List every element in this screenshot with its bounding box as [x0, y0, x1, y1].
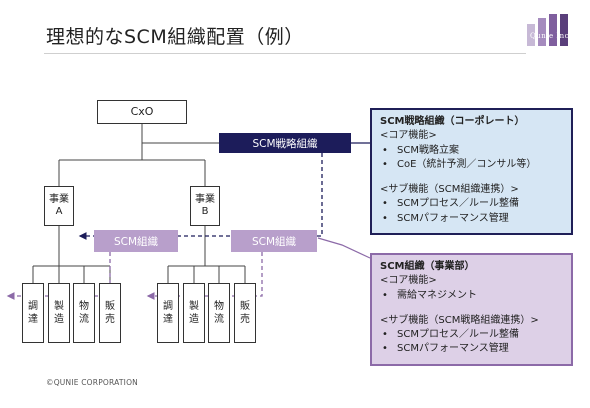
division-core-item: 需給マネジメント: [380, 289, 563, 304]
company-logo: Qunie Inc: [527, 14, 577, 46]
business-a-line2: A: [55, 206, 63, 217]
business-a-box: 事業 A: [44, 186, 74, 226]
corporate-info-heading: SCM戦略組織（コーポレート）: [380, 116, 525, 127]
page-title: 理想的なSCM組織配置（例）: [46, 26, 304, 48]
dept-logistics-b: 物流: [208, 283, 230, 343]
division-scm-info-box: SCM組織（事業部） <コア機能> 需給マネジメント <サブ機能（SCM戦略組織…: [370, 253, 573, 366]
title-divider: [44, 53, 526, 54]
cxo-box: CxO: [97, 100, 187, 124]
business-b-line2: B: [201, 206, 209, 217]
dept-logistics-a: 物流: [73, 283, 95, 343]
dept-manufacturing-b: 製造: [183, 283, 205, 343]
dept-sales-a: 販売: [99, 283, 121, 343]
corporate-sub-item: SCMプロセス／ルール整備: [380, 197, 563, 212]
division-sub-label: <サブ機能（SCM戦略組織連携）>: [380, 314, 539, 326]
scm-org-b-box: SCM組織: [231, 230, 317, 252]
division-info-heading: SCM組織（事業部）: [380, 261, 475, 272]
corporate-scm-info-box: SCM戦略組織（コーポレート） <コア機能> SCM戦略立案 CoE（統計予測／…: [370, 108, 573, 235]
corporate-sub-item: SCMパフォーマンス管理: [380, 212, 563, 227]
scm-strategy-org-box: SCM戦略組織: [219, 133, 351, 153]
business-b-box: 事業 B: [190, 186, 220, 226]
corporate-core-item: CoE（統計予測／コンサル等）: [380, 158, 563, 173]
copyright-text: ©QUNIE CORPORATION: [46, 378, 138, 387]
division-sub-item: SCMパフォーマンス管理: [380, 342, 563, 357]
dept-manufacturing-a: 製造: [48, 283, 70, 343]
scm-org-a-box: SCM組織: [94, 230, 178, 252]
corporate-core-item: SCM戦略立案: [380, 144, 563, 159]
dept-procurement-a: 調達: [22, 283, 44, 343]
business-a-line1: 事業: [49, 194, 69, 205]
corporate-core-label: <コア機能>: [380, 130, 437, 142]
dept-sales-b: 販売: [234, 283, 256, 343]
business-b-line1: 事業: [195, 194, 215, 205]
division-core-label: <コア機能>: [380, 275, 437, 287]
division-sub-item: SCMプロセス／ルール整備: [380, 328, 563, 343]
dept-procurement-b: 調達: [157, 283, 179, 343]
corporate-sub-label: <サブ機能（SCM組織連携）>: [380, 184, 519, 196]
